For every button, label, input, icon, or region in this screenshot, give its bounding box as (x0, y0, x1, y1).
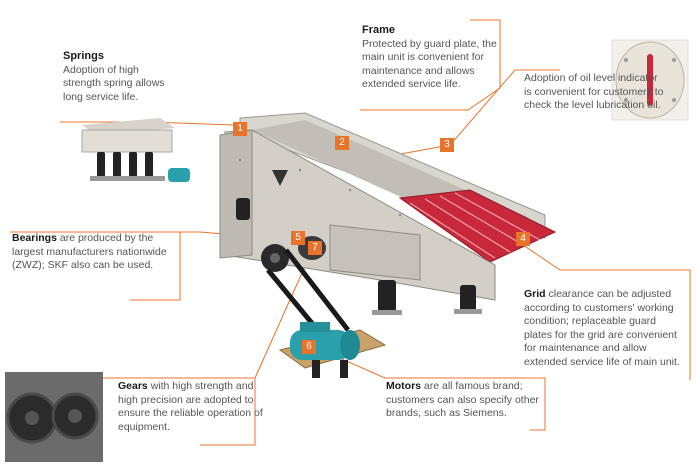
springs-text: Adoption of high strength spring allows … (63, 63, 165, 103)
bearings-text: are produced by the largest manufacturer… (12, 232, 167, 271)
callout-oil-indicator: Adoption of oil level indicator is conve… (524, 72, 664, 113)
frame-text: Protected by guard plate, the main unit … (362, 37, 497, 91)
badge-1: 1 (233, 122, 247, 136)
frame-title: Frame (362, 24, 396, 36)
springs-title: Springs (63, 50, 104, 62)
callout-motors: Motors are all famous brand; customers c… (386, 380, 546, 421)
gears-text: with high strength and high precision ar… (118, 380, 263, 433)
grid-title: Grid (524, 288, 546, 300)
callout-springs: Springs Adoption of high strength spring… (63, 50, 173, 104)
callout-frame: Frame Protected by guard plate, the main… (362, 24, 497, 92)
badge-5: 5 (291, 231, 305, 245)
badge-4: 4 (516, 232, 530, 246)
gears-title: Gears (118, 380, 148, 392)
machine-springs (236, 198, 482, 315)
badge-7: 7 (308, 241, 322, 255)
badge-6: 6 (302, 340, 316, 354)
oil-indicator-photo-icon (611, 39, 689, 121)
callout-bearings: Bearings are produced by the largest man… (12, 232, 182, 273)
callout-gears: Gears with high strength and high precis… (118, 380, 263, 434)
motors-text: are all famous brand; customers can also… (386, 380, 539, 419)
bearings-title: Bearings (12, 232, 57, 244)
oil-text: Adoption of oil level indicator is conve… (524, 72, 664, 111)
callout-grid: Grid clearance can be adjusted according… (524, 288, 684, 369)
motors-title: Motors (386, 380, 421, 392)
springs-photo-icon (81, 118, 190, 182)
badge-2: 2 (335, 136, 349, 150)
motor (278, 322, 387, 378)
badge-3: 3 (440, 138, 454, 152)
gears-photo-icon (5, 372, 103, 462)
leader-lines (10, 19, 691, 446)
grid-text: clearance can be adjusted according to c… (524, 288, 680, 368)
